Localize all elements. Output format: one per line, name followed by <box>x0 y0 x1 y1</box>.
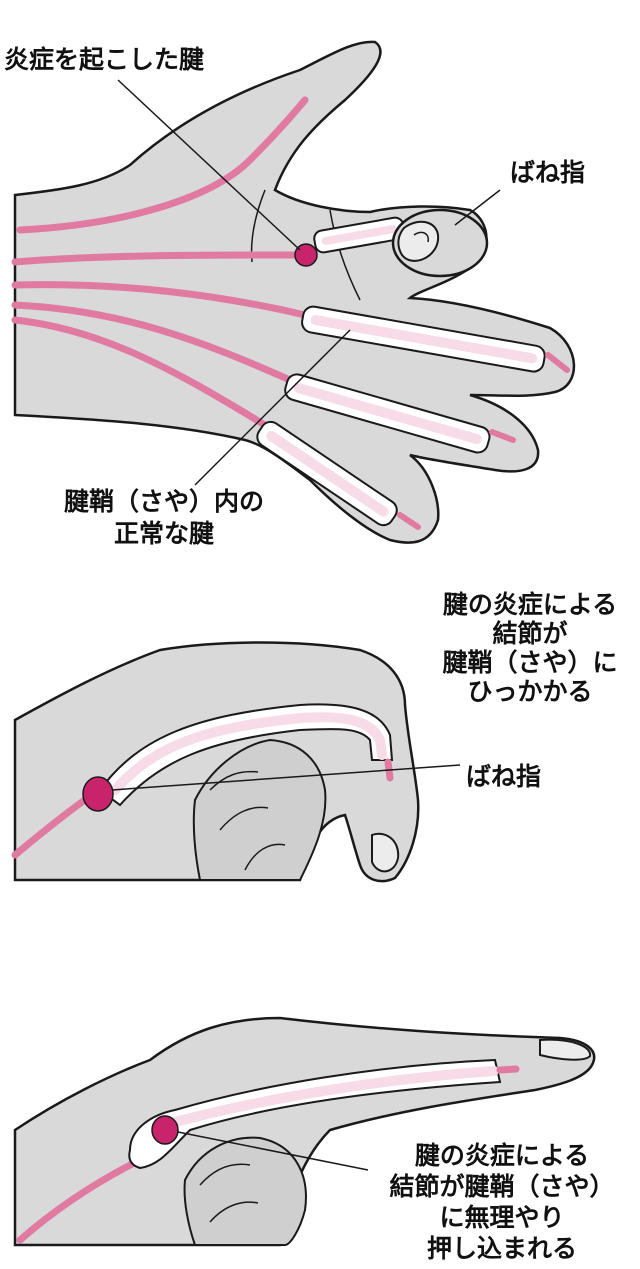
bottom-tendon-tip <box>496 1065 520 1074</box>
fingernail-edge <box>413 231 429 243</box>
label-normal-tendon: 腱鞘（さや）内の 正常な腱 <box>44 486 284 550</box>
leader-inflamed-tendon <box>117 79 301 251</box>
label-trigger-finger-middle: ばね指 <box>466 762 542 791</box>
sheath-index-finger-tendon <box>293 383 482 445</box>
middle-hand-illustration <box>11 641 461 883</box>
label-normal-tendon-line-2: 正常な腱 <box>113 519 214 548</box>
curled-fingers <box>192 738 327 881</box>
knuckle-crease-1 <box>209 770 259 791</box>
bottom-curled-fingers <box>183 1136 307 1246</box>
leader-trigger-finger-middle <box>111 764 461 791</box>
middle-tendon-tip <box>545 352 570 373</box>
tendon-to-index-2 <box>11 316 269 429</box>
top-sheaths <box>256 216 570 530</box>
label-nodule-catches-line-1: 腱の炎症による <box>442 590 618 619</box>
tendon-to-ring <box>11 251 309 266</box>
inflamed-nodule-top <box>294 243 318 267</box>
bottom-tendon-forearm <box>16 1156 144 1244</box>
tendon-to-middle <box>11 281 309 319</box>
label-nodule-catches-line-4: ひっかかる <box>467 677 593 706</box>
leader-nodule-forced <box>177 1131 369 1171</box>
label-nodule-forced-line-3: に無理やり <box>439 1203 565 1232</box>
sheath-ring-finger-tendon <box>321 225 397 245</box>
label-inflamed-tendon: 炎症を起こした腱 <box>4 45 205 74</box>
top-tendons <box>11 96 309 429</box>
tendon-to-thumb <box>16 96 309 234</box>
label-nodule-forced-line-1: 腱の炎症による <box>414 1141 590 1170</box>
label-nodule-forced-line-4: 押し込まれる <box>426 1234 577 1263</box>
fingernail <box>397 220 440 262</box>
little-tendon-tip <box>397 512 421 530</box>
bottom-crease-1 <box>199 1163 251 1186</box>
sheath-middle-finger-tendon <box>310 315 538 364</box>
tendon-to-index-1 <box>11 301 294 384</box>
middle-fingernail <box>371 832 400 873</box>
label-nodule-forced: 腱の炎症による 結節が腱鞘（さや） に無理やり 押し込まれる <box>370 1140 634 1264</box>
bottom-sheath <box>128 1058 502 1170</box>
label-nodule-catches-line-3: 腱鞘（さや）に <box>442 648 618 677</box>
palm-crease <box>329 209 361 301</box>
label-normal-tendon-line-1: 腱鞘（さや）内の <box>63 487 264 516</box>
knuckle-crease-2 <box>219 806 269 831</box>
label-nodule-catches-line-2: 結節が <box>492 619 568 648</box>
bottom-hand-illustration <box>13 1016 596 1247</box>
bottom-sheath-tendon <box>170 1066 499 1127</box>
label-nodule-forced-line-2: 結節が腱鞘（さや） <box>389 1172 615 1201</box>
bottom-fingernail <box>539 1038 592 1061</box>
label-trigger-finger-top: ばね指 <box>510 158 586 187</box>
top-hand-illustration <box>11 40 576 544</box>
bottom-crease-2 <box>209 1201 259 1223</box>
sheath-little-finger-tendon <box>266 431 389 517</box>
leader-trigger-finger-top <box>454 189 501 226</box>
label-nodule-catches: 腱の炎症による 結節が 腱鞘（さや）に ひっかかる <box>424 590 636 706</box>
index-tendon-tip <box>489 429 516 443</box>
inflamed-nodule-middle <box>82 776 114 812</box>
knuckle-crease-3 <box>244 843 286 871</box>
middle-sheath-tendon <box>110 712 387 795</box>
inflamed-nodule-bottom <box>151 1115 179 1145</box>
leader-normal-tendon <box>194 329 351 486</box>
